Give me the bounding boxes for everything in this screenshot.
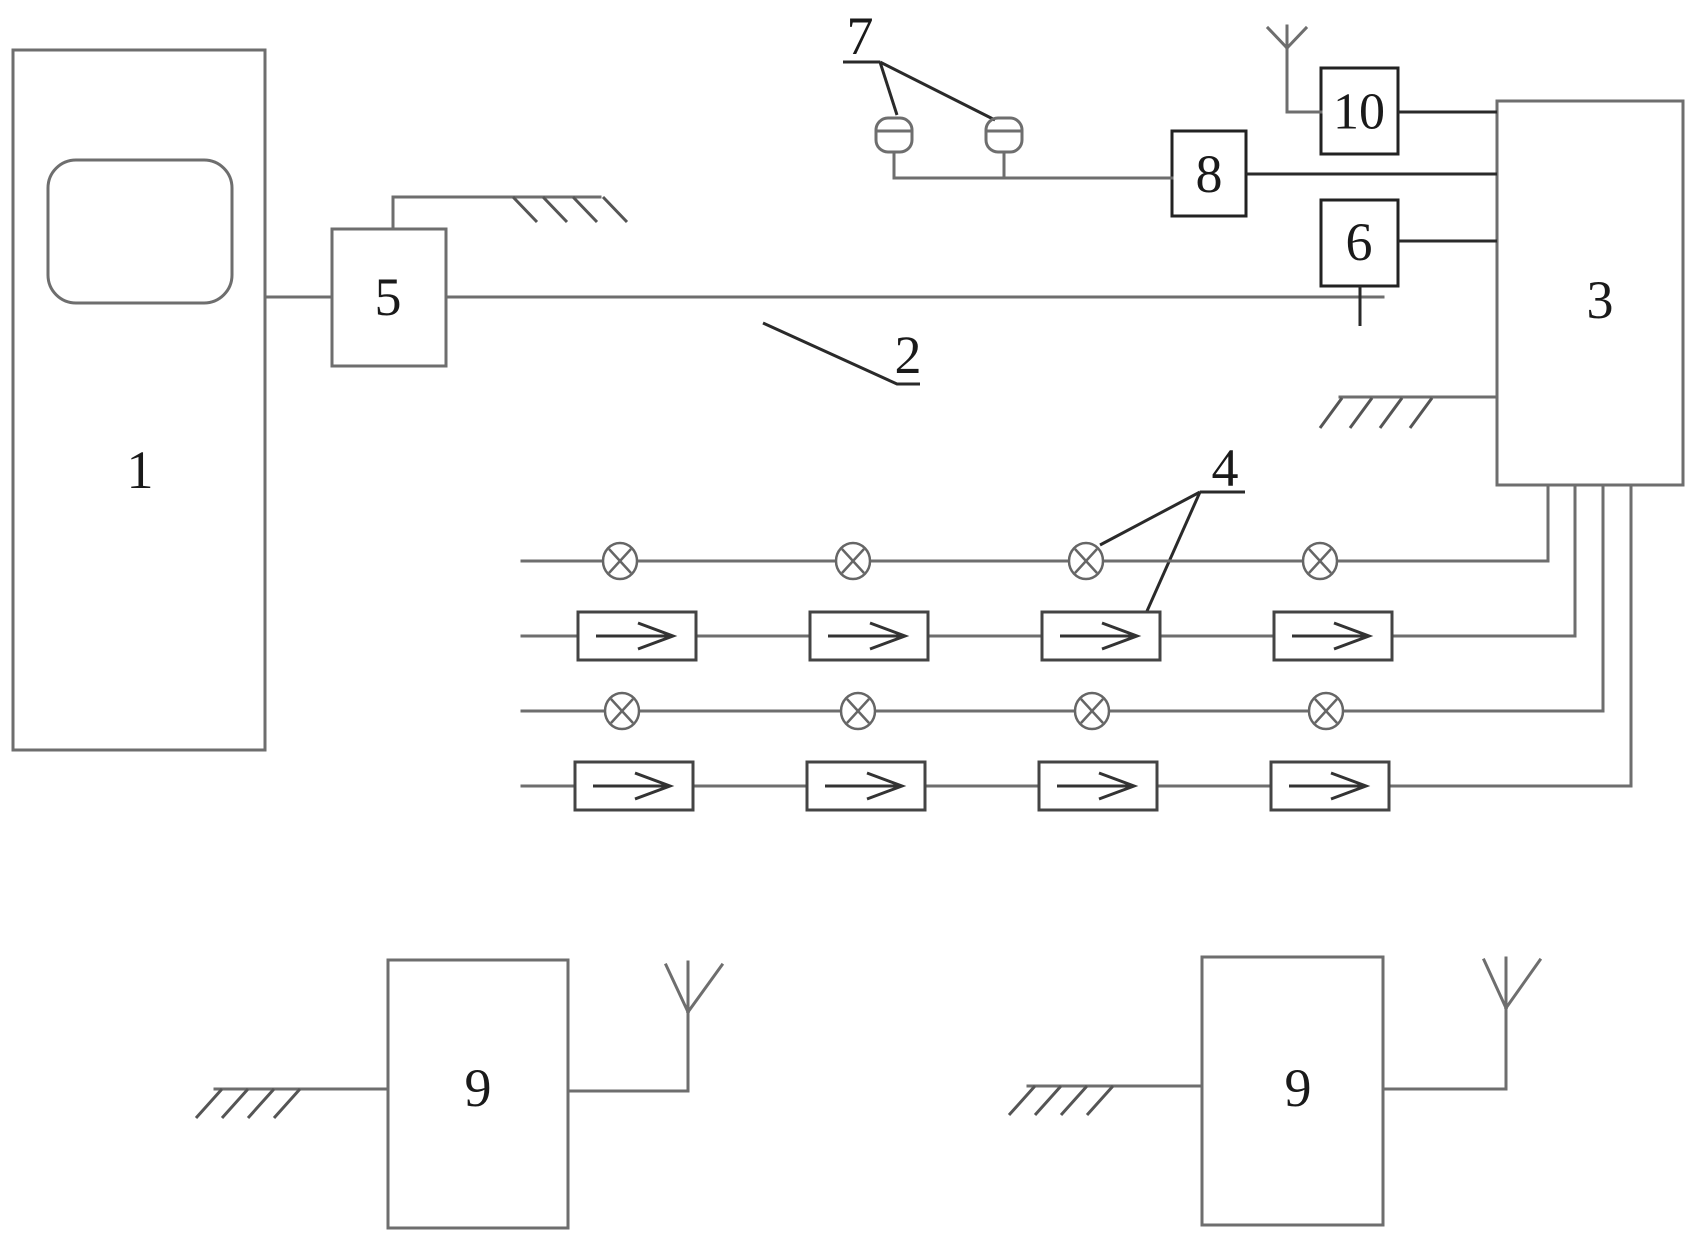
component-1-cabinet: 1: [11, 48, 267, 752]
label-2: 2: [895, 325, 922, 385]
component-4-label: 4: [1099, 438, 1245, 621]
arrow-head: [634, 771, 675, 801]
lamp-icon: [603, 691, 641, 731]
antenna-9-left-icon: [664, 960, 725, 1015]
sensor-7a-icon: [874, 116, 914, 180]
leader-7-b: [879, 60, 996, 122]
lamp-cross-b: [608, 548, 632, 574]
direction-indicator-icon: [808, 610, 930, 662]
box-6: [1319, 198, 1400, 288]
leader-2: [762, 321, 920, 386]
box-9-left: [386, 958, 570, 1230]
wire-9-right-antenna: [1381, 1006, 1508, 1091]
component-6: 6: [1319, 198, 1497, 326]
lamp-cross-b: [1314, 698, 1338, 724]
box-3: [1495, 99, 1685, 487]
direction-indicator-icon: [1272, 610, 1394, 662]
arrow-head: [1330, 771, 1371, 801]
lamp-icon: [1301, 541, 1339, 581]
lamp-cross-b: [610, 698, 634, 724]
component-8: 8: [893, 129, 1497, 218]
direction-indicator-icon: [1040, 610, 1162, 662]
label-10: 10: [1333, 84, 1385, 141]
component-10: 10: [1265, 24, 1497, 156]
direction-indicator-icon: [576, 610, 698, 662]
direction-indicator-icon: [1037, 760, 1159, 812]
row-2-arrow-row: [520, 483, 1577, 662]
arrow-head: [869, 621, 910, 651]
label-1: 1: [127, 440, 154, 500]
label-5: 5: [375, 267, 402, 327]
sensor-7b-icon: [984, 116, 1024, 180]
label-4: 4: [1212, 438, 1239, 498]
lamp-icon: [839, 691, 877, 731]
component-7-sensors: 7: [843, 6, 1024, 180]
label-3: 3: [1587, 270, 1614, 330]
wire-10-antenna: [1285, 38, 1323, 114]
direction-indicator-icon: [805, 760, 927, 812]
leader-4-b: [1141, 491, 1202, 621]
arrow-head: [637, 621, 678, 651]
ground-hatch-9-right-icon: [1007, 1084, 1115, 1117]
component-5: 5: [330, 195, 629, 368]
indicator-rows: [520, 483, 1633, 812]
ground-wire-5: [391, 195, 602, 231]
direction-indicator-icon: [1269, 760, 1391, 812]
ground-3: [1318, 395, 1499, 429]
lamp-cross-b: [841, 548, 865, 574]
box-10: [1319, 66, 1400, 156]
lamp-cross-b: [1308, 548, 1332, 574]
arrow-head: [1333, 621, 1374, 651]
lamp-icon: [834, 541, 872, 581]
arrow-head: [1101, 621, 1142, 651]
row-1-lamp-row: [520, 483, 1550, 581]
row-4-arrow-row: [520, 483, 1633, 812]
lamp-cross-b: [1074, 548, 1098, 574]
ground-hatch-9-left-icon: [194, 1087, 302, 1120]
lamp-icon: [1067, 541, 1105, 581]
cabinet-outline: [11, 48, 267, 752]
lamp-cross-b: [846, 698, 870, 724]
label-8: 8: [1196, 144, 1223, 204]
label-9-right: 9: [1285, 1058, 1312, 1118]
ground-hatch-5-icon: [511, 195, 629, 224]
leader-7-a: [878, 61, 899, 116]
label-6: 6: [1346, 212, 1373, 272]
component-9-right: 9: [1007, 955, 1543, 1227]
box-9-right: [1200, 955, 1385, 1227]
wire-9-left-antenna: [566, 1010, 690, 1093]
ground-hatch-3-icon: [1318, 397, 1434, 429]
row-3-lamp-row: [520, 483, 1605, 731]
lamp-icon: [601, 541, 639, 581]
arrow-head: [866, 771, 907, 801]
component-9-left: 9: [194, 958, 725, 1230]
leader-4-a: [1099, 490, 1201, 547]
label-9-left: 9: [465, 1058, 492, 1118]
component-2-main-cable: 2: [444, 295, 1385, 386]
lamp-cross-b: [1080, 698, 1104, 724]
component-3-controller: 3: [1495, 99, 1685, 487]
arrow-head: [1098, 771, 1139, 801]
antenna-9-right-icon: [1482, 956, 1543, 1011]
lamp-icon: [1307, 691, 1345, 731]
direction-indicator-icon: [573, 760, 695, 812]
antenna-10-icon: [1265, 24, 1309, 51]
label-7: 7: [847, 6, 874, 66]
display-screen: [46, 158, 234, 305]
lamp-icon: [1073, 691, 1111, 731]
